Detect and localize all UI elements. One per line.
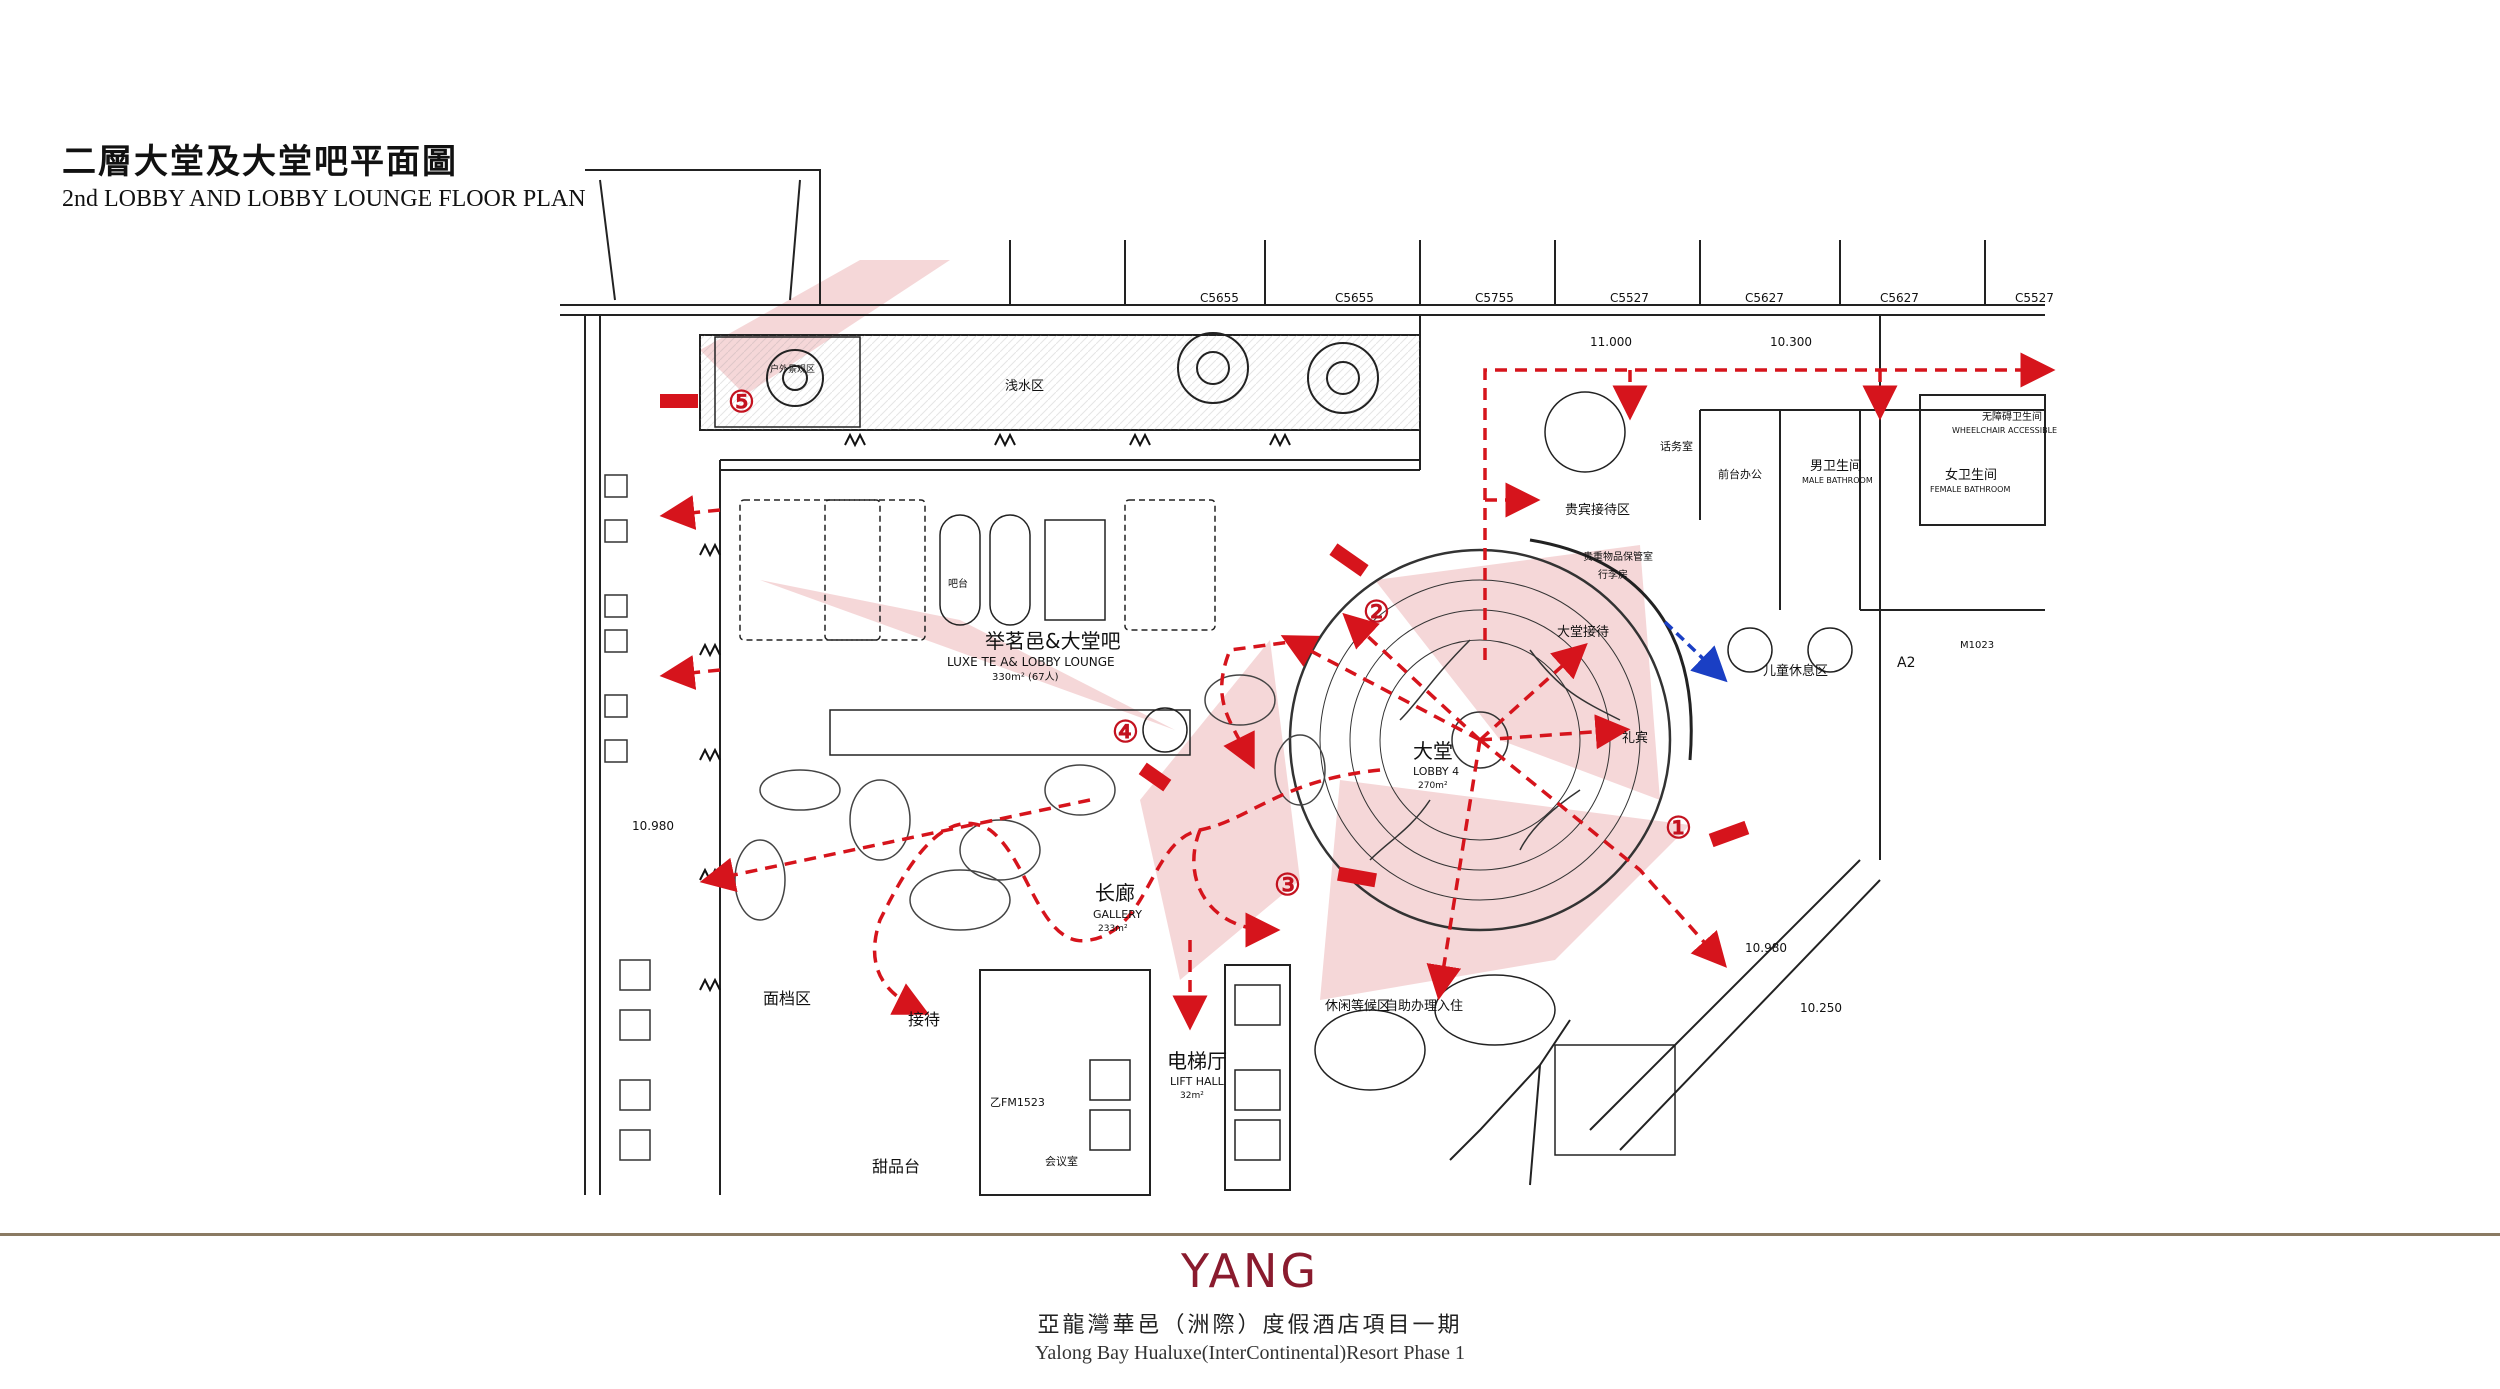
terrace-seating [604,474,651,1161]
circulation-routes [659,352,2056,1031]
grid-label: C5627 [1745,291,1784,305]
exit-arrow [1663,620,1728,683]
room-label-lift-en: LIFT HALL [1170,1075,1225,1088]
room-label-luggage: 行李房 [1598,568,1628,581]
grid-label: C5627 [1880,291,1919,305]
room-label-self-checkin: 自助办理入住 [1385,999,1463,1014]
room-label-lounge-cn: 举茗邑&大堂吧 [985,629,1121,653]
right-rooms [1314,391,1853,1156]
structural-columns [1009,240,1986,305]
room-label-business: 话务室 [1660,439,1693,453]
deck [700,335,1420,430]
footer-divider [0,1233,2500,1236]
room-label-gallery-area: 233m² [1098,924,1128,934]
outdoor-area [714,336,861,428]
lounge-furniture [739,499,1216,756]
room-label-lounge-en: LUXE TE A& LOBBY LOUNGE [947,655,1115,669]
room-label-lobby-cn: 大堂 [1413,739,1453,763]
level-mark: 10.300 [1770,335,1812,349]
door-tag-m1023: M1023 [1960,640,1994,651]
level-mark: 11.000 [1590,335,1632,349]
room-label-lift-area: 32m² [1180,1091,1204,1101]
room-label-male-en: MALE BATHROOM [1802,476,1873,485]
room-label-lounge-area: 330m² (67人) [992,671,1059,683]
grid-label: C5655 [1335,291,1374,305]
room-label-female-en: FEMALE BATHROOM [1930,485,2010,494]
room-label-kids: 儿童休息区 [1763,663,1828,679]
page-title-en: 2nd LOBBY AND LOBBY LOUNGE FLOOR PLAN [62,186,586,212]
viewpoint-2: ② [1363,595,1390,630]
room-label-gallery-en: GALLERY [1093,908,1142,921]
room-label-female-cn: 女卫生间 [1945,467,1997,483]
room-label-outdoor: 户外景观区 [770,363,815,375]
grid-labels: C5655 C5655 C5755 C5527 C5627 C5627 C552… [1200,291,2054,305]
lift-cars [1089,984,1281,1161]
room-label-reception: 接待 [908,1010,940,1029]
viewpoint-markers [660,394,1750,888]
room-labels: 浅水区 户外景观区 举茗邑&大堂吧 LUXE TE A& LOBBY LOUNG… [763,363,2057,1176]
walls [560,169,2046,1196]
room-label-water: 浅水区 [1005,379,1044,394]
room-label-office: 前台办公 [1718,467,1762,481]
grid-label: C5527 [2015,291,2054,305]
room-label-gallery-cn: 长廊 [1095,881,1135,905]
room-label-lobby-area: 270m² [1418,781,1448,791]
project-name-en: Yalong Bay Hualuxe(InterContinental)Reso… [1034,1342,1466,1364]
viewpoint-5: ⑤ [728,385,755,420]
floor-plan: C5655 C5655 C5755 C5527 C5627 C5627 C552… [560,169,2057,1196]
reception-counter [1529,538,1693,761]
viewpoint-numbers: ① ② ③ ④ ⑤ [728,385,1692,903]
room-label-male-cn: 男卫生间 [1810,459,1862,474]
room-label-meeting: 会议室 [1045,1154,1078,1168]
room-label-rest: 休闲等候区 [1325,998,1390,1014]
room-label-lift-cn: 电梯厅 [1167,1049,1227,1073]
room-label-concierge: 礼宾 [1622,730,1648,746]
grid-label: C5655 [1200,291,1239,305]
room-label-valuables: 贵重物品保管室 [1583,550,1653,563]
room-label-lobby-en: LOBBY 4 [1413,765,1459,778]
grid-label: C5527 [1610,291,1649,305]
level-mark: 10.250 [1800,1001,1842,1015]
gallery-planters [734,674,1326,931]
brand-logo: YANG [1180,1244,1320,1298]
grid-label: C5755 [1475,291,1514,305]
room-label-vip: 贵宾接待区 [1565,502,1630,518]
room-label-accessible-cn: 无障碍卫生间 [1982,410,2042,423]
room-label-bread: 面档区 [763,989,811,1008]
room-label-accessible-en: WHEELCHAIR ACCESSIBLE [1952,426,2057,435]
viewpoint-4: ④ [1112,715,1139,750]
room-label-front-desk: 大堂接待 [1557,624,1609,640]
room-label-bar-counter: 吧台 [948,577,968,590]
door-tag-fm1523: 乙FM1523 [990,1096,1045,1109]
level-marks: 11.000 10.300 10.980 10.980 10.250 [632,335,1842,1015]
viewpoint-1: ① [1665,811,1692,846]
page-title-cn: 二層大堂及大堂吧平面圖 [62,142,458,182]
viewpoint-3: ③ [1274,868,1301,903]
project-name-cn: 亞龍灣華邑（洲際）度假酒店項目一期 [1037,1313,1463,1338]
level-mark: 10.980 [1745,941,1787,955]
axis-tag-a2: A2 [1897,655,1915,671]
water-pods [766,332,1379,414]
level-mark: 10.980 [632,819,674,833]
room-label-dessert: 甜品台 [872,1157,920,1176]
